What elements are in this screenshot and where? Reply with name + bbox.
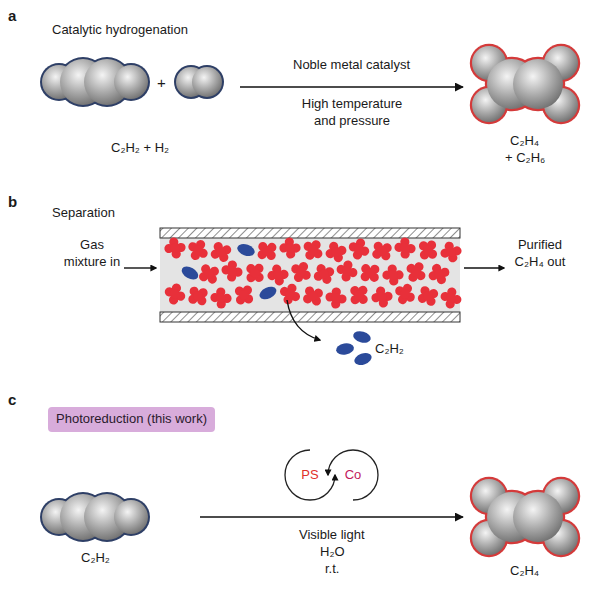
tube-wall bbox=[160, 312, 460, 322]
condition-text: H₂O bbox=[320, 544, 345, 561]
condition-text: Visible light bbox=[299, 527, 365, 544]
acetylene-molecule bbox=[40, 57, 150, 107]
gas-molecules bbox=[163, 235, 464, 310]
reactant-label: C₂H₂ bbox=[81, 550, 110, 567]
outlet-arrow bbox=[464, 267, 504, 268]
condition-text: r.t. bbox=[325, 561, 339, 578]
product-label: C₂H₄ bbox=[510, 563, 539, 580]
node-text: Co bbox=[345, 467, 362, 484]
catalyst-circle: Co bbox=[338, 460, 368, 490]
product-label: C₂H₄ bbox=[510, 133, 539, 150]
catalytic-cycle bbox=[285, 450, 378, 500]
panel-letter: a bbox=[8, 6, 16, 26]
product-label: + C₂H₆ bbox=[505, 150, 545, 167]
panel-title: Separation bbox=[52, 205, 115, 222]
panel-title: Catalytic hydrogenation bbox=[52, 22, 188, 39]
node-text: PS bbox=[301, 467, 318, 484]
node-text: Photoreduction (this work) bbox=[56, 411, 207, 428]
ethylene-molecule bbox=[470, 477, 580, 557]
outlet-label: Purified C₂H₄ out bbox=[505, 237, 575, 271]
reaction-arrow bbox=[240, 86, 463, 88]
condition-text: Noble metal catalyst bbox=[293, 57, 410, 74]
tube-wall bbox=[160, 228, 460, 238]
highlight-box: Photoreduction (this work) bbox=[48, 407, 215, 432]
inlet-arrow bbox=[124, 267, 156, 268]
inlet-label: Gas mixture in bbox=[61, 237, 123, 271]
acetylene-molecule bbox=[40, 492, 150, 542]
permeate-arrow bbox=[287, 300, 320, 340]
panel-letter: c bbox=[8, 390, 16, 410]
acetylene-permeate bbox=[335, 329, 373, 367]
ethylene-molecule bbox=[470, 44, 580, 124]
condition-text: High temperature and pressure bbox=[293, 96, 411, 130]
reaction-arrow bbox=[200, 516, 463, 518]
molecule-label: C₂H₂ bbox=[375, 341, 404, 358]
panel-letter: b bbox=[8, 192, 17, 212]
catalyst-circle: PS bbox=[295, 460, 325, 490]
reactant-label: C₂H₂ + H₂ bbox=[111, 140, 169, 157]
plus-sign: + bbox=[157, 73, 166, 93]
hydrogen-molecule bbox=[174, 65, 224, 99]
